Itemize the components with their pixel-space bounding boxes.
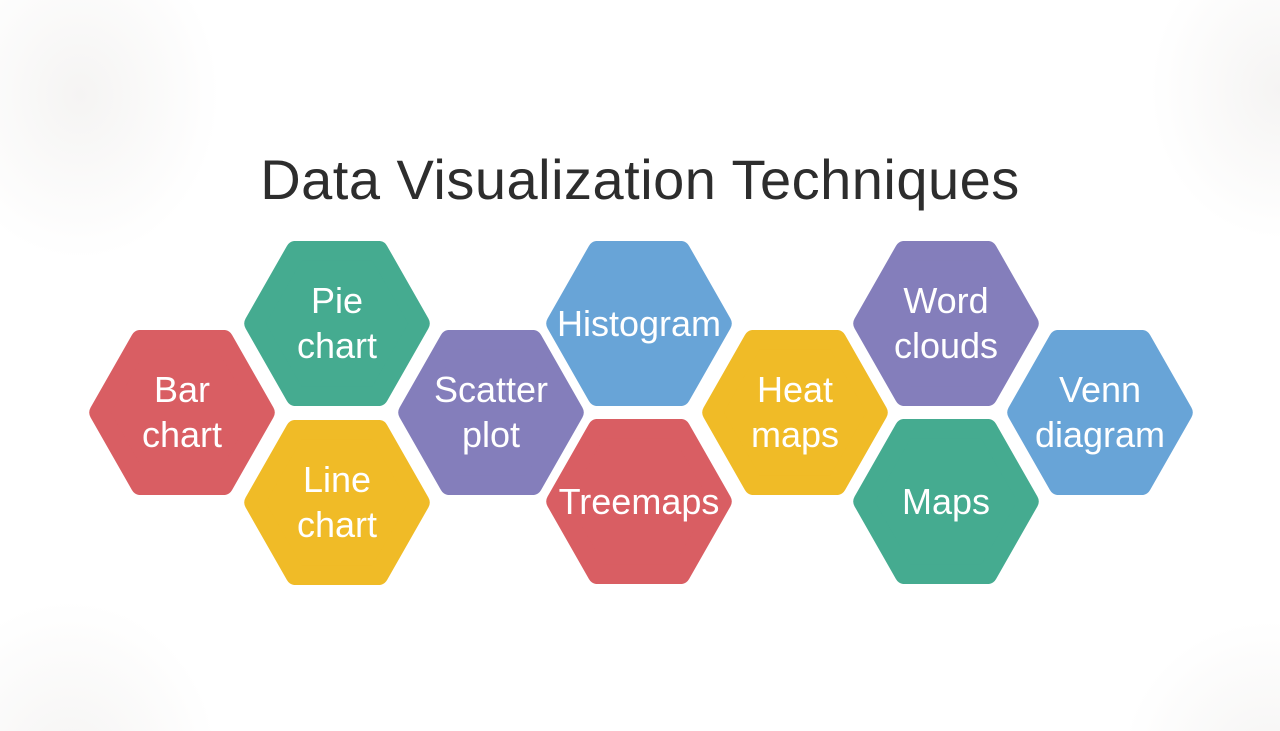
heat-maps-label-line: Heat [756,369,834,410]
venn-diagram-label-line: diagram [1034,414,1166,455]
histogram-hexagon-fill [546,240,732,406]
maps-label: Maps [852,419,1040,584]
bar-chart-label-line: chart [141,414,223,455]
hexagon-shape [244,419,430,585]
heat-maps-hexagon-fill [702,329,888,495]
heat-maps-label-line: maps [750,414,840,455]
scan-smudge-bottom-right [1120,620,1280,731]
treemaps-hexagon-fill [546,418,732,584]
treemaps-hexagon: Treemaps [545,418,733,584]
hexagon-shape [398,329,584,495]
line-chart-label-line: chart [296,504,378,545]
pie-chart-hexagon-fill [244,240,430,406]
diagram-title: Data Visualization Techniques [260,147,1020,211]
scan-smudge-top-left [0,0,220,260]
histogram-label: Histogram [545,241,733,406]
histogram-hexagon: Histogram [545,240,733,406]
hexagon-shape [546,240,732,406]
treemaps-label-line: Treemaps [558,480,720,522]
hexagon-shape [244,240,430,406]
pie-chart-label-line: chart [296,325,378,366]
maps-hexagon-fill [853,418,1039,584]
hexagon-shape [853,418,1039,584]
scatter-plot-label-line: Scatter [433,369,549,410]
word-clouds-hexagon-fill [853,240,1039,406]
pie-chart-label-line: Pie [310,280,364,321]
scatter-plot-hexagon-fill [398,329,584,495]
word-clouds-label-line: Word [903,280,989,321]
hexagon-shape [89,329,275,495]
hexagon-shape [546,418,732,584]
venn-diagram-label-line: Venn [1058,369,1142,410]
histogram-label-line: Histogram [556,302,722,344]
bar-chart-hexagon-fill [89,329,275,495]
bar-chart-label-line: Bar [153,369,211,410]
line-chart-hexagon-fill [244,419,430,585]
venn-diagram-hexagon-fill [1007,329,1193,495]
hexagon-shape [702,329,888,495]
line-chart-label-line: Line [302,459,372,500]
treemaps-label: Treemaps [545,419,733,584]
maps-hexagon: Maps [852,418,1040,584]
scatter-plot-label-line: plot [461,414,521,455]
scan-smudge-bottom-left [0,600,220,731]
hexagon-shape [1007,329,1193,495]
hexagon-shape [853,240,1039,406]
maps-label-line: Maps [901,480,991,522]
word-clouds-label-line: clouds [893,325,999,366]
